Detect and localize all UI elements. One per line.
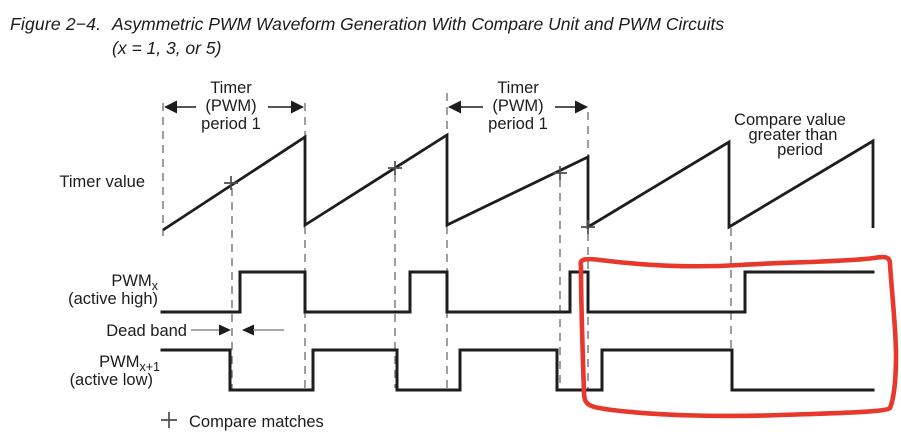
red-highlight-annotation: [578, 254, 899, 419]
period-label-line1: Timer: [210, 79, 252, 97]
compare-note-line3: period: [777, 141, 823, 159]
figure-title: Asymmetric PWM Waveform Generation With …: [112, 14, 725, 34]
compare-note-line2: greater than: [749, 126, 838, 144]
period-label-line3: period 1: [488, 115, 548, 133]
timer-period-annotation-1: Timer (PWM) period 1: [164, 79, 304, 133]
legend-label: Compare matches: [189, 413, 324, 431]
dead-band-annotation: [191, 324, 284, 336]
pwm-x1-label: PWMx+1: [99, 353, 160, 374]
pwm-x-mode-label: (active high): [68, 290, 158, 308]
pwm-x-label: PWMx: [111, 272, 158, 293]
pwm-x1-waveform: [160, 348, 875, 392]
period-label-line2: (PWM): [492, 97, 543, 115]
timing-diagram: Timer (PWM) period 1 Timer (PWM) period …: [59, 79, 899, 431]
figure-number: Figure 2−4.: [10, 14, 102, 34]
timer-value-label: Timer value: [59, 173, 145, 191]
pwm-x-waveform: [160, 270, 875, 314]
period-label-line2: (PWM): [205, 97, 256, 115]
compare-greater-note: Compare value greater than period: [734, 111, 846, 159]
timer-period-annotation-2: Timer (PWM) period 1: [448, 79, 588, 133]
compare-note-line1: Compare value: [734, 111, 846, 129]
compare-match-markers: [224, 161, 595, 234]
pwm-x1-mode-label: (active low): [70, 371, 153, 389]
period-label-line1: Timer: [497, 79, 539, 97]
timer-sawtooth-waveform: [162, 132, 875, 232]
period-label-line3: period 1: [201, 115, 261, 133]
dashed-reference-lines: [162, 93, 732, 390]
figure-caption: Figure 2−4. Asymmetric PWM Waveform Gene…: [10, 12, 890, 60]
dead-band-label: Dead band: [106, 322, 187, 340]
legend: Compare matches: [161, 412, 324, 431]
plus-marker-icon: [161, 412, 177, 428]
figure-subtitle: (x = 1, 3, or 5): [112, 38, 222, 58]
